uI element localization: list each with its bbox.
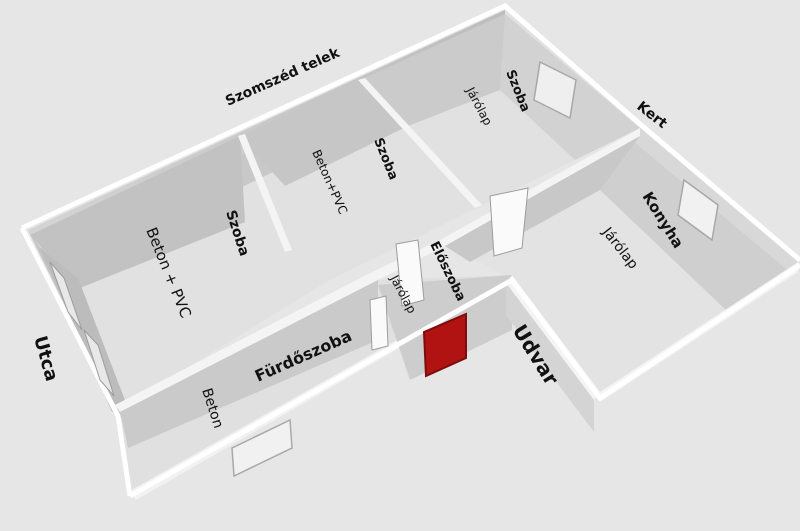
window-konyha	[677, 178, 719, 242]
label-kert: Kert	[634, 99, 671, 133]
wall-partition-1	[238, 134, 292, 252]
wall-back-face-right	[360, 14, 505, 126]
floor-main	[28, 10, 640, 412]
wall-kitchen-back	[632, 128, 798, 272]
door-interior-1	[489, 187, 529, 257]
wall-top-edge-left	[19, 226, 133, 497]
window-szoba-right	[533, 60, 577, 120]
wall-partition-2	[358, 78, 482, 208]
wall-top-edge-front	[128, 262, 800, 499]
wall-bathroom-top	[115, 272, 378, 412]
wall-bathroom-face	[120, 280, 378, 448]
window-furdoszoba	[231, 418, 293, 478]
wall-top-edge	[20, 3, 800, 262]
label-utca: Utca	[29, 334, 62, 384]
door-front	[422, 312, 467, 378]
door-interior-3	[369, 295, 389, 351]
door-interior-2	[395, 239, 425, 307]
wall-corridor	[440, 128, 640, 246]
wall-back-face-mid	[240, 80, 408, 186]
window-utca-2	[83, 329, 115, 397]
wall-back-face-left	[30, 136, 245, 288]
wall-udvar-face	[506, 283, 594, 432]
window-utca-1	[49, 261, 83, 331]
